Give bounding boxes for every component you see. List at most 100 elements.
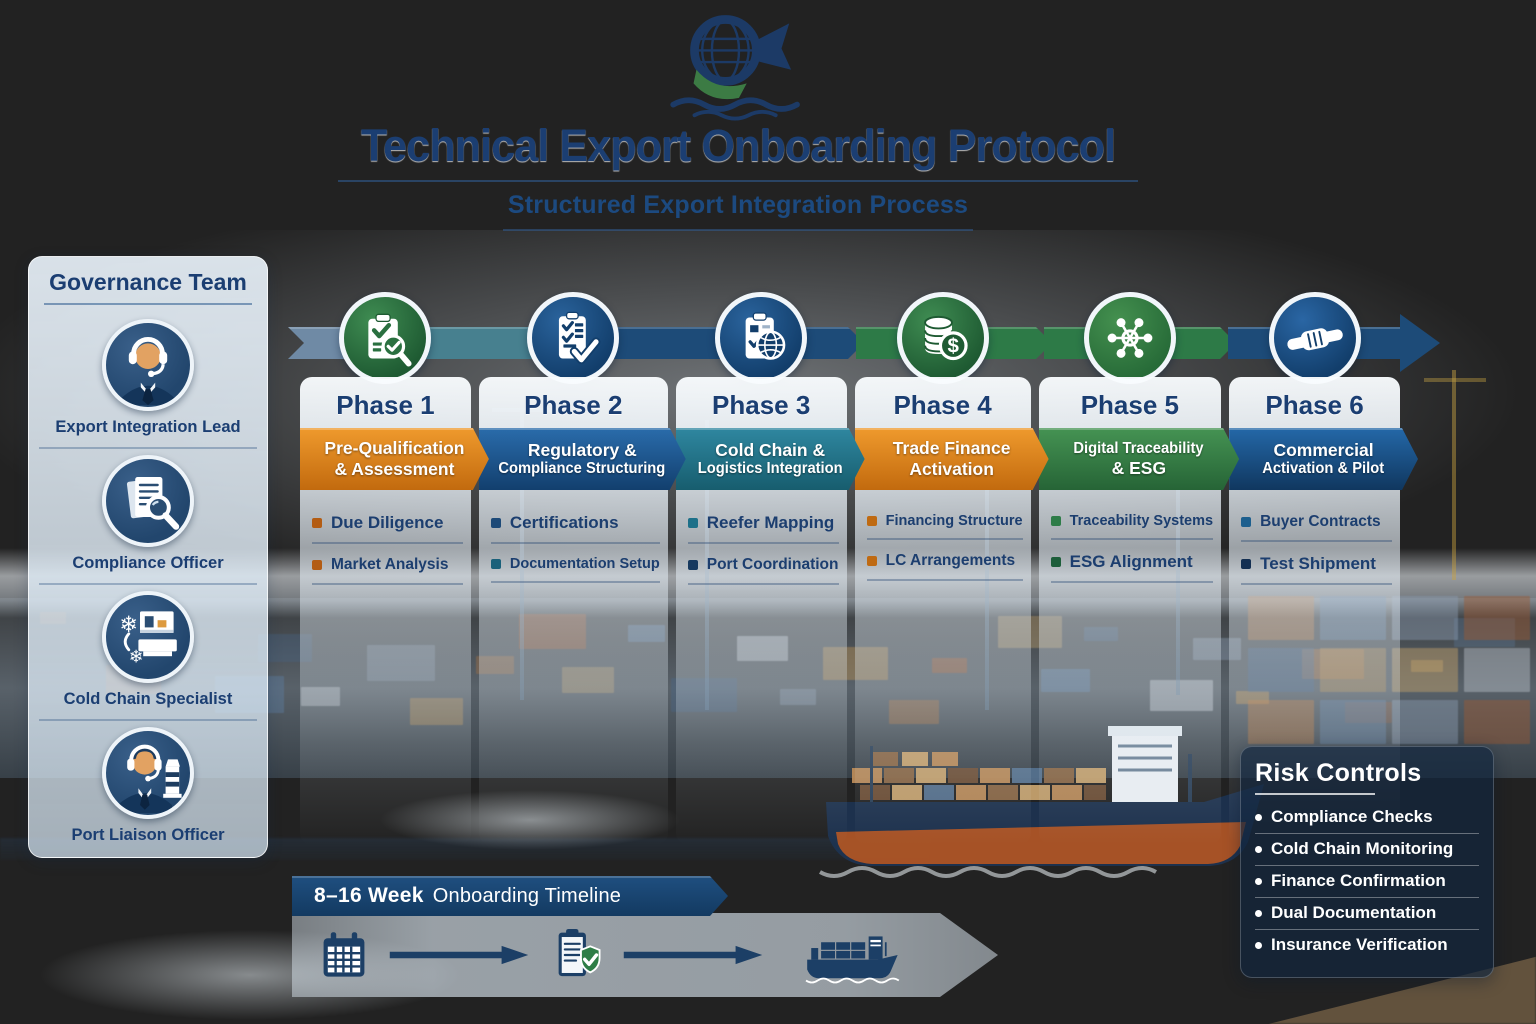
risk-control-item: Insurance Verification	[1255, 930, 1479, 961]
bullet-icon	[866, 556, 877, 566]
bullet-icon	[1255, 909, 1262, 917]
container-stack	[1454, 618, 1515, 647]
risk-controls-divider	[1255, 793, 1375, 795]
bullet-icon	[1255, 941, 1262, 949]
page-title: Technical Export Onboarding Protocol	[360, 120, 1116, 171]
bullet-icon	[866, 516, 877, 526]
phase-deliverable: Certifications	[490, 506, 660, 544]
container-stack	[1392, 700, 1458, 744]
phase-banner: Regulatory & Compliance Structuring	[479, 428, 686, 490]
phase-deliverable-label: Port Coordination	[706, 556, 839, 573]
document-magnifier-icon	[102, 455, 194, 547]
phase-5-column: Phase 5 Digital Traceability & ESG Trace…	[1038, 292, 1221, 845]
bullet-icon	[687, 560, 698, 570]
calendar-icon	[314, 913, 374, 997]
port-officer-lighthouse-icon	[102, 727, 194, 819]
phase-deliverable-label: Due Diligence	[331, 513, 444, 532]
phase-4-column: $ Phase 4 Trade Finance Activation Finan…	[854, 292, 1031, 845]
svg-text:❄: ❄	[129, 647, 144, 667]
governance-title: Governance Team	[49, 269, 247, 295]
phase-deliverable-label: Documentation Setup	[509, 556, 660, 572]
phase-deliverable: Market Analysis	[312, 549, 463, 585]
checklist-icon	[527, 292, 620, 384]
phase-3-column: Phase 3 Cold Chain & Logistics Integrati…	[675, 292, 847, 845]
governance-member-role: Compliance Officer	[72, 554, 224, 572]
phase-banner: Pre-Qualification & Assessment	[300, 428, 489, 490]
phase-deliverable-label: Certifications	[509, 513, 619, 532]
phase-card: Phase 5 Digital Traceability & ESG Trace…	[1038, 377, 1221, 845]
phase-deliverable-label: Financing Structure	[885, 513, 1023, 529]
phase-deliverable: Financing Structure	[866, 506, 1023, 540]
governance-member: Export Integration Lead	[39, 313, 257, 449]
bullet-icon	[1241, 559, 1252, 569]
timeline-label: Onboarding Timeline	[432, 884, 622, 907]
crane-mast	[1452, 370, 1456, 580]
fish-globe-wave-logo	[654, 6, 822, 122]
phase-deliverable: Reefer Mapping	[687, 506, 839, 544]
subtitle-divider	[503, 229, 973, 231]
container-stack	[1464, 648, 1530, 692]
clipboard-shield-check-icon	[544, 913, 608, 997]
svg-text:❄: ❄	[119, 612, 138, 637]
bullet-icon	[1050, 557, 1061, 567]
bullet-icon	[1255, 813, 1262, 821]
phase-deliverable: Port Coordination	[687, 549, 839, 585]
headset-agent-icon	[102, 319, 194, 411]
governance-member: ❄ ❄ Cold Chain Specialist	[39, 585, 257, 721]
governance-member: Port Liaison Officer	[39, 721, 257, 855]
governance-member-role: Cold Chain Specialist	[63, 690, 233, 708]
governance-member-role: Export Integration Lead	[55, 418, 241, 436]
risk-control-item: Cold Chain Monitoring	[1255, 834, 1479, 866]
crane-beam	[1424, 378, 1486, 382]
bullet-icon	[1255, 877, 1262, 885]
risk-control-item: Finance Confirmation	[1255, 866, 1479, 898]
phase-banner: Cold Chain & Logistics Integration	[676, 428, 865, 490]
phase-title: Phase 2	[524, 390, 623, 420]
phase-title: Phase 5	[1080, 390, 1179, 420]
bullet-icon	[687, 518, 698, 528]
governance-member-list: Export Integration Lead Compliance Offic…	[39, 313, 257, 855]
phase-card: Phase 2 Regulatory & Compliance Structur…	[478, 377, 668, 845]
phase-deliverable-label: Traceability Systems	[1069, 513, 1214, 529]
phase-card: Phase 1 Pre-Qualification & Assessment D…	[300, 377, 471, 845]
bullet-icon	[490, 559, 501, 569]
phase-title: Phase 4	[893, 390, 992, 420]
cargo-ship-icon	[778, 913, 928, 997]
phase-banner: Commercial Activation & Pilot	[1229, 428, 1418, 490]
container-stack	[1411, 660, 1443, 672]
header: Technical Export Onboarding Protocol Str…	[0, 0, 1536, 231]
risk-control-item: Compliance Checks	[1255, 802, 1479, 834]
timeline-banner: 8–16 Week Onboarding Timeline	[292, 876, 728, 916]
svg-text:$: $	[947, 335, 959, 358]
bullet-icon	[490, 518, 501, 528]
phase-deliverable-label: Reefer Mapping	[706, 513, 835, 532]
governance-member: Compliance Officer	[39, 449, 257, 585]
risk-control-item: Dual Documentation	[1255, 898, 1479, 930]
handshake-icon	[1268, 292, 1361, 384]
phase-deliverable-label: Market Analysis	[331, 556, 449, 573]
phase-deliverable: Traceability Systems	[1050, 506, 1214, 540]
title-divider	[338, 180, 1138, 182]
governance-divider	[44, 303, 252, 305]
risk-control-label: Cold Chain Monitoring	[1271, 839, 1454, 858]
container-stack	[1392, 596, 1458, 640]
container-stack	[1464, 700, 1530, 744]
phase-deliverable: Test Shipment	[1241, 547, 1392, 585]
phase-title: Phase 6	[1265, 390, 1364, 420]
timeline-step-band	[292, 913, 998, 997]
governance-team-panel: Governance Team Export Integration Lead …	[28, 256, 268, 858]
clipboard-globe-icon	[715, 292, 808, 384]
page-subtitle: Structured Export Integration Process	[507, 191, 969, 219]
phase-title: Phase 1	[336, 390, 435, 420]
clipboard-magnifier-check-icon	[339, 292, 432, 384]
risk-control-label: Finance Confirmation	[1271, 871, 1446, 890]
arrow-right-icon	[388, 913, 530, 997]
